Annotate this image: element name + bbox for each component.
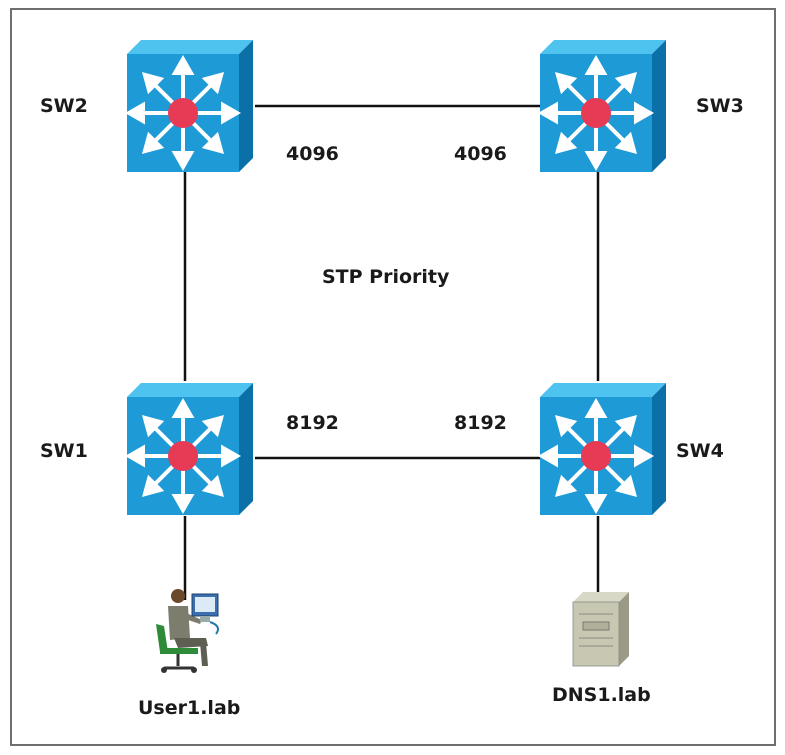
sw1-switch-icon xyxy=(127,383,253,515)
sw4-priority: 8192 xyxy=(454,412,507,434)
dns1-label: DNS1.lab xyxy=(552,684,651,706)
user-workstation-icon xyxy=(156,589,219,673)
sw2-priority: 4096 xyxy=(286,143,339,165)
user1-label: User1.lab xyxy=(138,697,241,719)
sw3-switch-icon xyxy=(540,40,666,172)
sw1-priority: 8192 xyxy=(286,412,339,434)
sw2-switch-icon xyxy=(127,40,253,172)
sw1-label: SW1 xyxy=(40,440,88,462)
sw3-priority: 4096 xyxy=(454,143,507,165)
server-icon xyxy=(572,592,629,667)
sw2-label: SW2 xyxy=(40,95,88,117)
diagram-title: STP Priority xyxy=(322,266,450,288)
sw4-label: SW4 xyxy=(676,440,724,462)
sw3-label: SW3 xyxy=(696,95,744,117)
sw4-switch-icon xyxy=(540,383,666,515)
